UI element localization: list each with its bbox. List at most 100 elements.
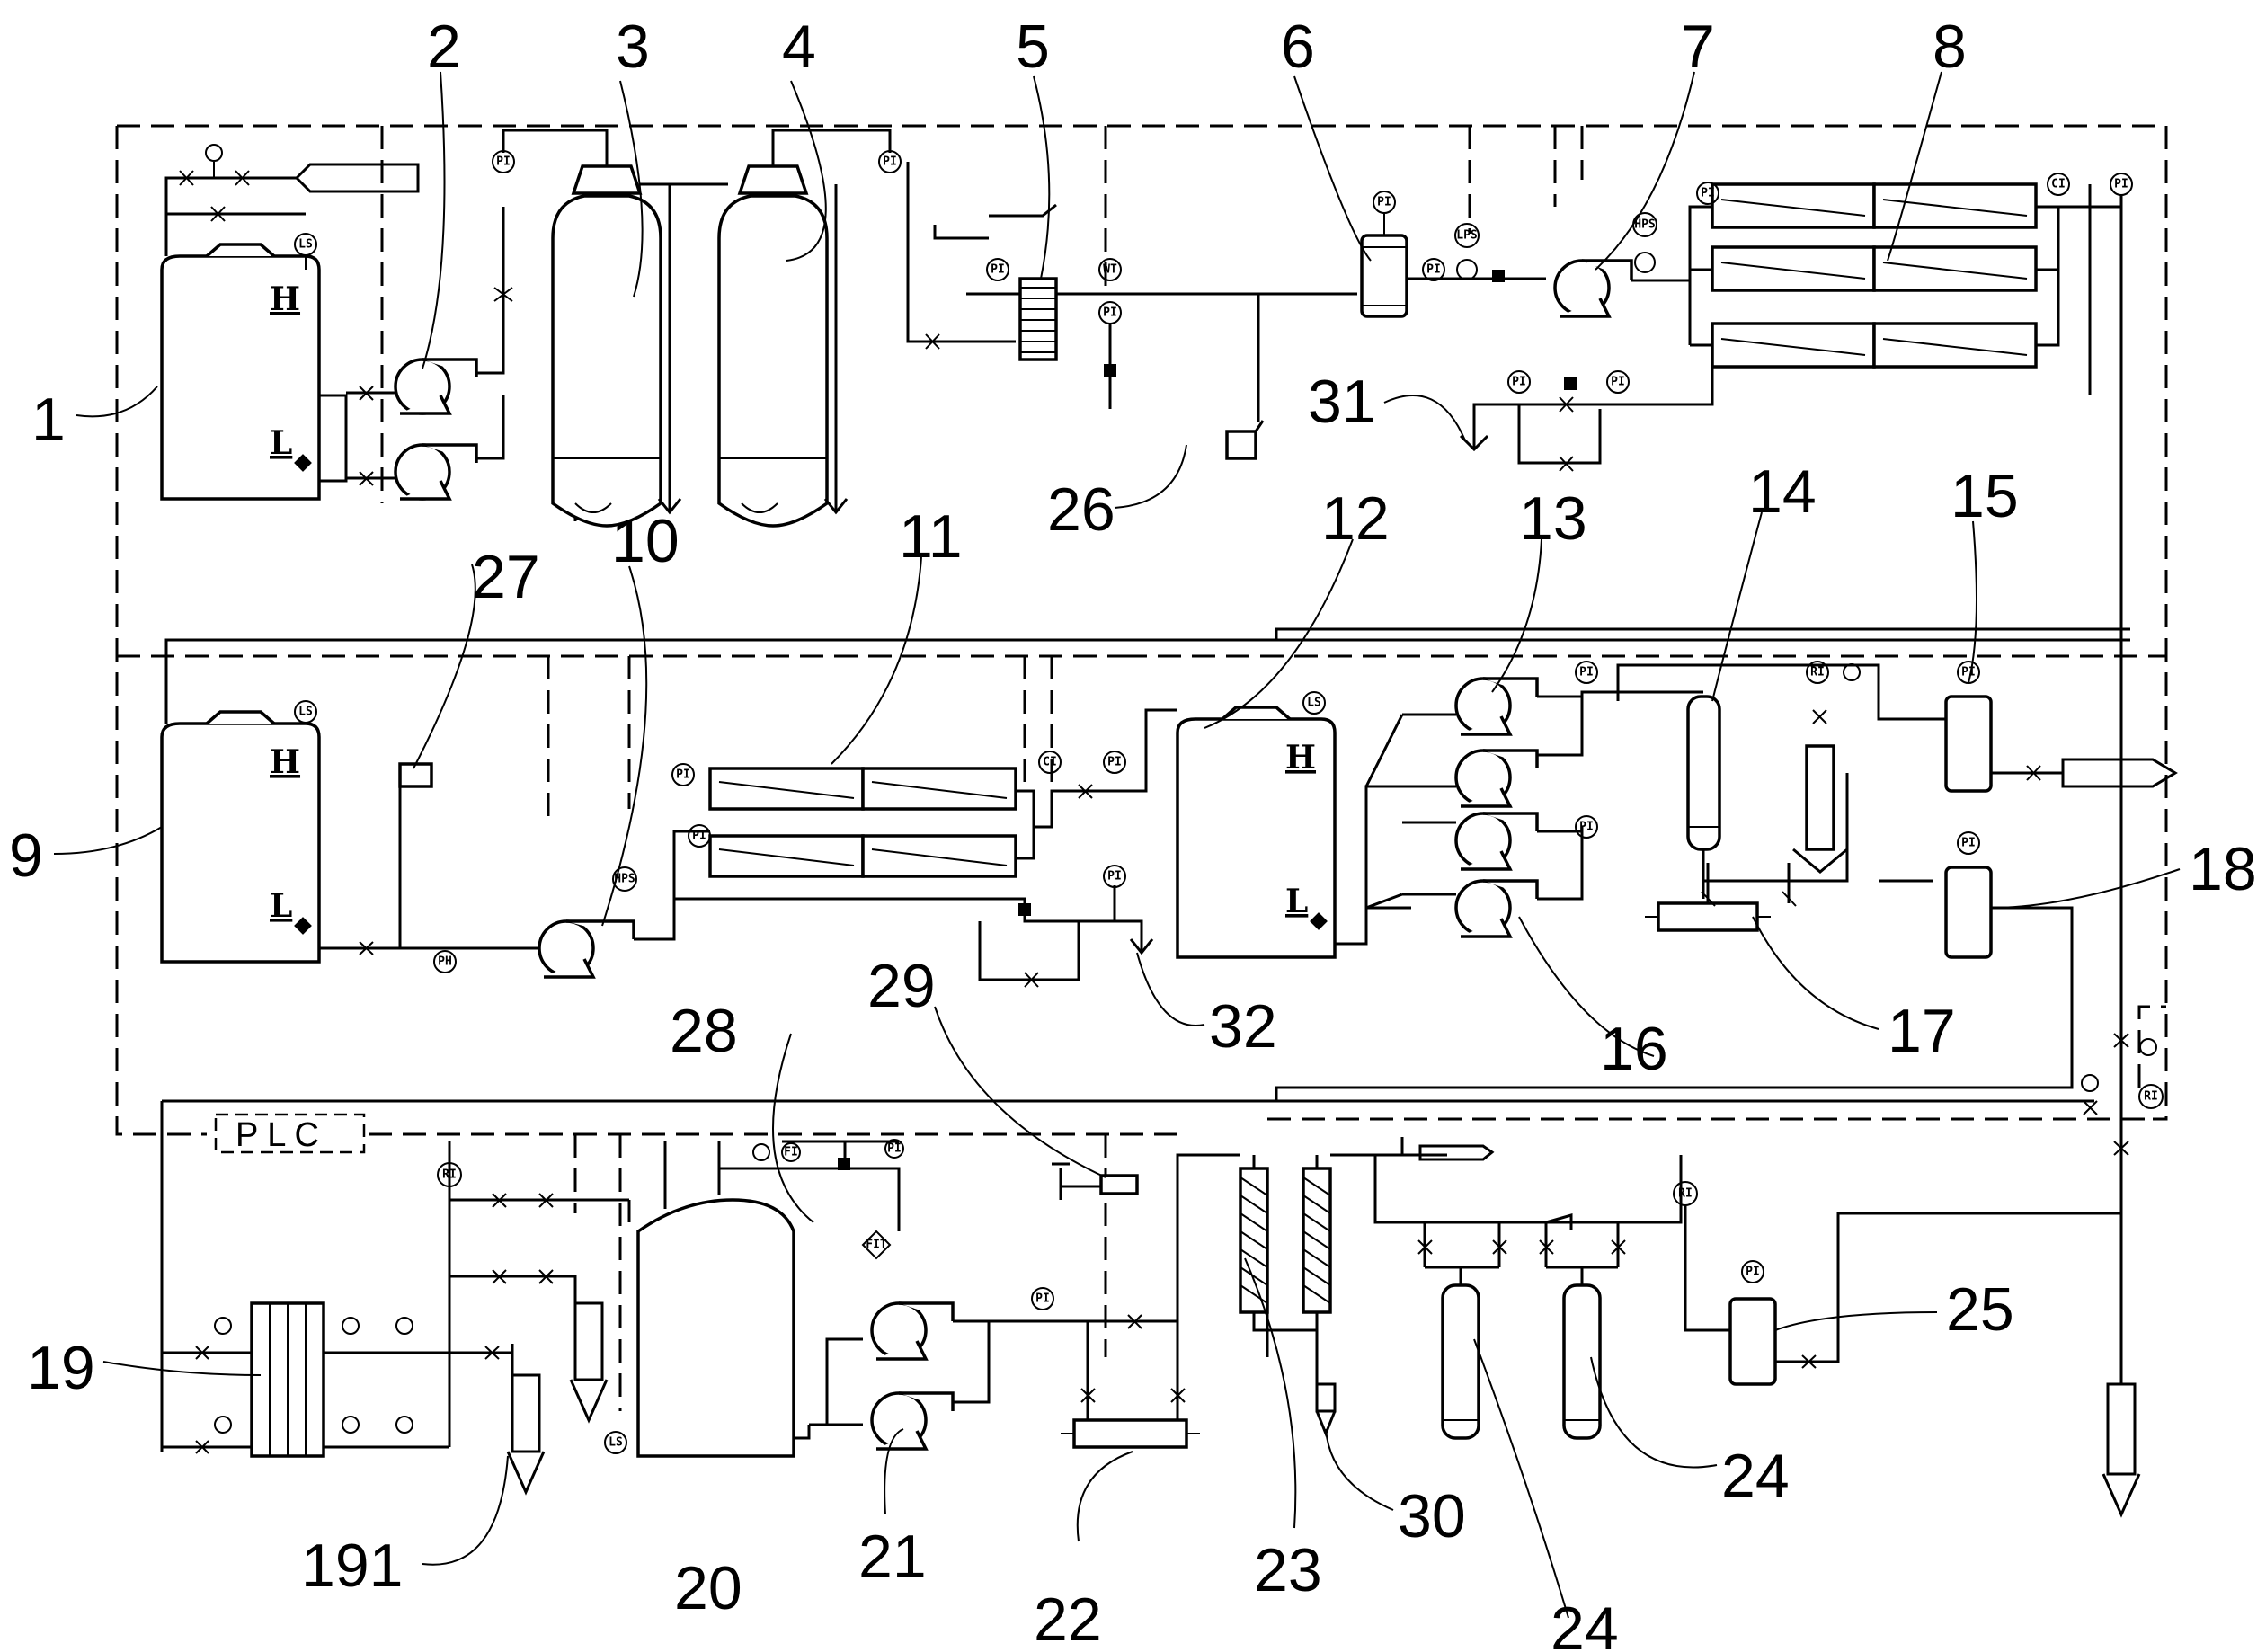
label-10: 10	[611, 507, 680, 575]
product-water-tank: H L LS	[1176, 627, 2130, 959]
label-18: 18	[2189, 835, 2257, 903]
label-12: 12	[1321, 484, 1390, 553]
tank1-low-mark: L	[270, 424, 292, 462]
loop-return: RI	[2081, 1033, 2164, 1518]
tag-pi-k: PI	[676, 768, 690, 782]
label-26: 26	[1047, 475, 1115, 544]
polishing-tanks-24	[1373, 1155, 1683, 1440]
tag-ri: RI	[1810, 666, 1825, 679]
label-8: 8	[1933, 13, 1967, 81]
tank9-high-mark: H	[270, 743, 300, 781]
plc-box: P L C	[160, 1099, 2094, 1452]
label-22: 22	[1034, 1585, 1102, 1652]
multimedia-filter	[502, 129, 682, 528]
dosing-29	[1052, 1162, 1139, 1200]
edi-stack	[162, 1141, 451, 1458]
reject-outlet: RI	[437, 1162, 631, 1424]
second-stage-pump: PH HPS	[319, 830, 710, 979]
high-pressure-pump: HPS	[1553, 205, 1712, 318]
ro-membrane-bank-1: PI CI PI	[1688, 173, 2133, 1061]
tag-pi-a: PI	[883, 155, 897, 169]
loop-pumps-21: PI	[809, 1287, 1177, 1451]
label-23: 23	[1254, 1536, 1322, 1604]
label-24b: 24	[1721, 1442, 1790, 1510]
tag-pi-t: PI	[1035, 1292, 1050, 1306]
label-11: 11	[899, 502, 963, 571]
tag-pi-d: PI	[1103, 306, 1117, 320]
tag-lps: LPS	[1456, 229, 1478, 243]
polishing-units-14-17: RI	[1616, 661, 1933, 932]
label-9: 9	[9, 822, 43, 890]
plc-label: P L C	[235, 1116, 319, 1154]
distribution-pumps-13-16: PI PI	[1364, 661, 1620, 938]
label-32: 32	[1209, 992, 1277, 1061]
tag-pi-n: PI	[1107, 870, 1122, 884]
tag-pi-b: PI	[496, 155, 511, 169]
tag-ci-2: CI	[1043, 756, 1057, 769]
label-4: 4	[782, 13, 816, 81]
tank1-high-mark: H	[270, 280, 300, 318]
label-30: 30	[1398, 1482, 1466, 1550]
ro-membrane-bank-2: PI PI CI PI PI	[671, 708, 1177, 988]
tag-pi-e: PI	[1377, 196, 1391, 209]
label-5: 5	[1016, 13, 1050, 81]
tank12-high-mark: H	[1285, 739, 1316, 777]
tag-pi-r: PI	[1961, 837, 1976, 850]
storage-tank-20: LS	[604, 1141, 811, 1458]
tag-pi-i: PI	[1512, 376, 1526, 389]
edi-outlet-191	[449, 1344, 546, 1496]
label-14: 14	[1748, 457, 1817, 526]
raw-inlet-piping	[164, 144, 420, 256]
tank12-level-switch-tag: LS	[1307, 697, 1321, 710]
reference-numerals: 1 2 3 4 5 6 7 8 9 10 11 12 13 14 15 16 1…	[9, 13, 2257, 1652]
feed-pumps	[319, 207, 513, 501]
label-21: 21	[858, 1523, 927, 1591]
cartridge-filter: PI WT PI	[906, 162, 1258, 409]
label-191: 191	[301, 1532, 403, 1600]
tag-pi-g: PI	[1701, 187, 1715, 200]
tag-ri-2: RI	[442, 1168, 457, 1182]
security-filter: PI PI LPS	[1258, 191, 1546, 318]
tag-pi-m: PI	[1107, 756, 1122, 769]
tag-pi-c: PI	[991, 263, 1005, 277]
label-17: 17	[1888, 997, 1956, 1065]
tag-hps-2: HPS	[614, 873, 635, 886]
tank9-low-mark: L	[270, 887, 292, 925]
concentrate-line: PI PI	[1459, 345, 1714, 472]
leader-lines	[53, 71, 2181, 1619]
intermediate-tank: H L LS	[160, 638, 2130, 964]
label-27: 27	[472, 543, 540, 611]
label-29: 29	[867, 952, 936, 1020]
dosing-tank-26	[1225, 294, 1265, 460]
label-20: 20	[674, 1554, 742, 1622]
tag-ri-3: RI	[1678, 1187, 1693, 1201]
label-6: 6	[1281, 13, 1315, 81]
tag-pi-s: PI	[887, 1142, 902, 1156]
tank1-level-switch-tag: LS	[298, 238, 313, 252]
raw-water-tank: H L LS	[160, 233, 321, 501]
tag-fi: FI	[784, 1146, 798, 1159]
tag-pi-q: PI	[1961, 666, 1976, 679]
label-13: 13	[1519, 484, 1587, 553]
mixed-bed-23	[1176, 1137, 1495, 1438]
tank12-low-mark: L	[1285, 883, 1308, 920]
tag-pi-u: PI	[1746, 1266, 1760, 1279]
label-15: 15	[1951, 462, 2019, 530]
label-2: 2	[427, 13, 461, 81]
label-28: 28	[670, 997, 738, 1065]
terminal-filters-15-18: PI PI	[1275, 661, 2178, 1101]
label-3: 3	[616, 13, 650, 81]
dosing-tank-27	[398, 762, 433, 948]
tank9-level-switch-tag: LS	[298, 706, 313, 719]
uv-sterilizer-22	[1061, 1321, 1200, 1449]
label-7: 7	[1681, 13, 1715, 81]
tag-pi-j: PI	[1611, 376, 1625, 389]
tag-pi-f: PI	[1426, 263, 1441, 277]
tag-hps: HPS	[1634, 218, 1656, 232]
return-piping-28: FI PI FIT	[717, 1139, 904, 1260]
label-31: 31	[1308, 368, 1376, 436]
final-filter-25: RI PI	[1673, 1181, 2121, 1386]
label-24a: 24	[1551, 1594, 1619, 1652]
tag-fit: FIT	[866, 1239, 887, 1252]
